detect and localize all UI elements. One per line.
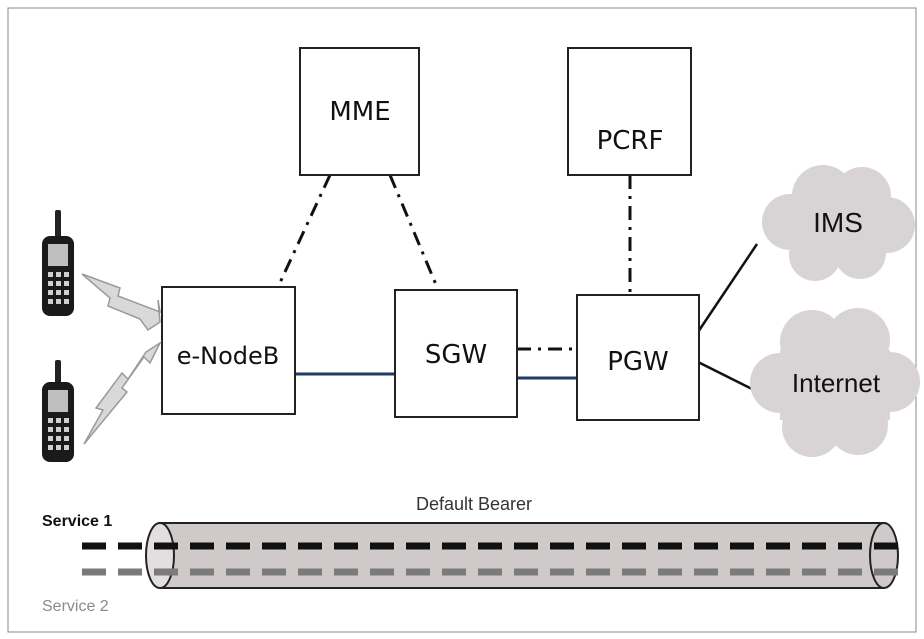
mme-label: MME <box>329 97 390 127</box>
link-mme-sgw <box>388 174 439 288</box>
link-mme-enodeb <box>276 174 332 288</box>
enodeb-box <box>161 286 296 415</box>
pgw-label: PGW <box>607 347 669 377</box>
link-pgw-ims <box>696 243 759 333</box>
sgw-label: SGW <box>425 340 487 370</box>
default-bearer-pipe <box>145 522 899 589</box>
service2-label: Service 2 <box>42 598 109 615</box>
pgw-box <box>576 294 700 421</box>
radio-link-lower <box>83 340 162 445</box>
data-links <box>295 372 577 380</box>
ims-label: IMS <box>813 207 863 238</box>
phone-icon <box>42 210 74 316</box>
phone-icon <box>42 360 74 462</box>
bearer-title: Default Bearer <box>416 494 532 514</box>
mme-box <box>299 47 420 176</box>
pcrf-label: PCRF <box>597 126 664 156</box>
control-links <box>276 174 632 351</box>
internet-label: Internet <box>792 368 881 398</box>
pcrf-box <box>567 47 692 176</box>
sgw-box <box>394 289 518 418</box>
radio-link-upper <box>81 273 161 332</box>
enodeb-label: e-NodeB <box>177 342 280 370</box>
ims-cloud <box>762 165 915 281</box>
internet-cloud <box>750 308 920 457</box>
service1-label: Service 1 <box>42 513 112 530</box>
